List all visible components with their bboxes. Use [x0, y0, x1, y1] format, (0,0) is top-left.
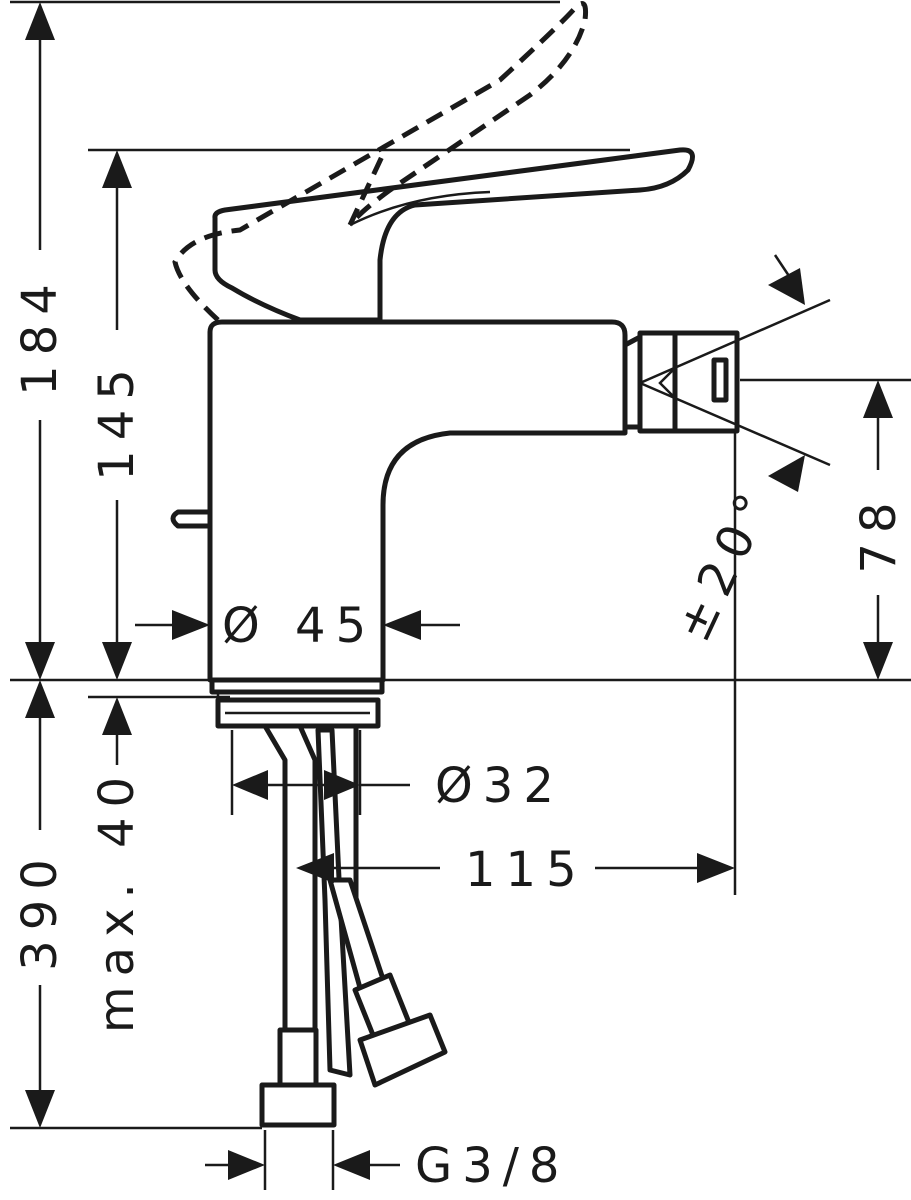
lever-handle: [212, 147, 695, 323]
hose-nut-1: [259, 1082, 337, 1128]
label-below-deck-length: 390: [12, 849, 68, 971]
popup-rod: [170, 509, 213, 529]
supply-hose-1: [262, 723, 318, 1033]
label-max-deck-thickness: max. 40: [89, 767, 145, 1033]
lever-handle-raised: [172, 1, 588, 322]
label-connection-thread: G3/8: [415, 1138, 569, 1194]
label-overall-height: 184: [12, 274, 68, 396]
under-deck-assembly: [215, 697, 448, 1128]
dimension-labels: 184 145 390 max. 40 Ø 45 Ø32 115 78 ±20°…: [12, 274, 907, 1194]
extension-lines: [10, 0, 911, 1190]
faucet-body: [207, 319, 628, 683]
label-outlet-height: 78: [851, 492, 907, 573]
label-outlet-tilt: ±20°: [665, 476, 786, 649]
label-spout-reach: 115: [465, 842, 587, 898]
dimension-lines: [25, 2, 893, 1180]
label-body-diameter: Ø 45: [222, 598, 376, 654]
base-ring: [209, 677, 385, 695]
label-body-height: 145: [89, 359, 145, 481]
label-shank-diameter: Ø32: [435, 758, 564, 814]
hose-nut-2: [357, 1012, 448, 1088]
mixer-body: [170, 1, 740, 704]
aerator: [622, 330, 740, 434]
